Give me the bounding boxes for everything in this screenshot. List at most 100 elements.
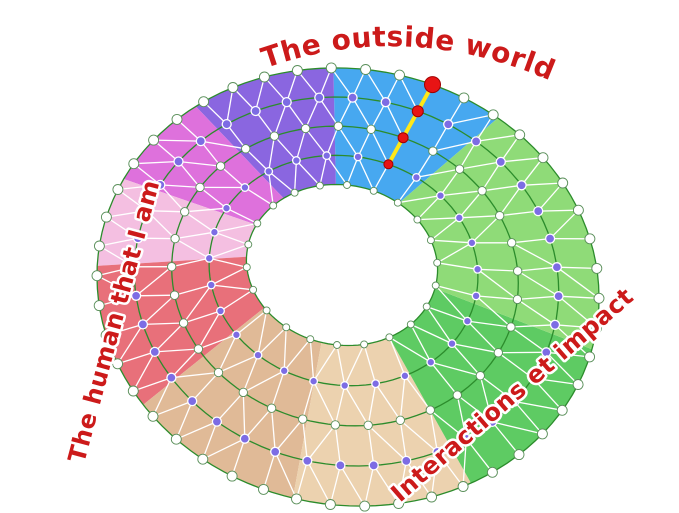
mesh-node[interactable] bbox=[226, 470, 238, 482]
mesh-node[interactable] bbox=[537, 152, 549, 164]
mesh-node[interactable] bbox=[428, 146, 438, 156]
mesh-node[interactable] bbox=[366, 124, 376, 134]
mesh-node[interactable] bbox=[322, 151, 332, 161]
mesh-node[interactable] bbox=[516, 180, 527, 191]
mesh-node[interactable] bbox=[258, 71, 270, 83]
mesh-node[interactable] bbox=[512, 294, 523, 305]
mesh-node[interactable] bbox=[240, 183, 250, 192]
mesh-node[interactable] bbox=[309, 376, 319, 386]
mesh-node[interactable] bbox=[443, 119, 454, 130]
mesh-node[interactable] bbox=[170, 233, 180, 244]
sector-green-light[interactable] bbox=[398, 118, 599, 350]
mesh-node[interactable] bbox=[112, 184, 124, 195]
mesh-node[interactable] bbox=[360, 64, 372, 75]
mesh-node[interactable] bbox=[406, 320, 415, 329]
mesh-node[interactable] bbox=[149, 346, 160, 358]
mesh-node[interactable] bbox=[393, 498, 405, 509]
mesh-node[interactable] bbox=[221, 118, 232, 130]
mesh-node[interactable] bbox=[209, 227, 219, 237]
mesh-node[interactable] bbox=[413, 215, 422, 224]
mesh-node[interactable] bbox=[227, 82, 239, 93]
mesh-node[interactable] bbox=[422, 302, 431, 311]
mesh-node[interactable] bbox=[513, 266, 523, 276]
mesh-node[interactable] bbox=[487, 109, 499, 121]
mesh-node[interactable] bbox=[400, 371, 410, 381]
mesh-node[interactable] bbox=[231, 330, 241, 340]
mesh-node[interactable] bbox=[269, 201, 278, 210]
mesh-node[interactable] bbox=[241, 144, 251, 154]
mesh-node[interactable] bbox=[436, 191, 445, 201]
mesh-node[interactable] bbox=[536, 428, 548, 440]
mesh-node[interactable] bbox=[495, 156, 506, 168]
mesh-node[interactable] bbox=[93, 240, 105, 252]
mesh-node[interactable] bbox=[253, 219, 262, 228]
mesh-node[interactable] bbox=[325, 62, 337, 74]
mesh-node[interactable] bbox=[514, 129, 526, 141]
mesh-node[interactable] bbox=[216, 306, 225, 316]
mesh-node[interactable] bbox=[473, 264, 483, 274]
highlight-node[interactable] bbox=[383, 159, 394, 170]
mesh-node[interactable] bbox=[206, 280, 216, 290]
mesh-node[interactable] bbox=[452, 390, 462, 400]
mesh-node[interactable] bbox=[353, 152, 363, 162]
mesh-node[interactable] bbox=[222, 203, 231, 213]
mesh-node[interactable] bbox=[290, 188, 299, 197]
sector-orchid[interactable] bbox=[123, 106, 284, 225]
mesh-node[interactable] bbox=[178, 318, 189, 328]
mesh-node[interactable] bbox=[91, 270, 103, 282]
mesh-node[interactable] bbox=[368, 460, 379, 471]
mesh-node[interactable] bbox=[100, 211, 112, 223]
mesh-node[interactable] bbox=[300, 123, 311, 134]
mesh-node[interactable] bbox=[147, 410, 159, 422]
mesh-node[interactable] bbox=[242, 263, 251, 272]
mesh-node[interactable] bbox=[127, 385, 139, 397]
mesh-node[interactable] bbox=[281, 96, 292, 108]
mesh-node[interactable] bbox=[454, 213, 464, 223]
mesh-node[interactable] bbox=[477, 186, 487, 196]
mesh-node[interactable] bbox=[360, 340, 369, 349]
mesh-node[interactable] bbox=[100, 329, 112, 341]
mesh-node[interactable] bbox=[262, 306, 271, 315]
mesh-node[interactable] bbox=[486, 466, 498, 478]
mesh-node[interactable] bbox=[471, 291, 481, 301]
mesh-node[interactable] bbox=[393, 198, 402, 207]
mesh-node[interactable] bbox=[395, 415, 405, 425]
mesh-node[interactable] bbox=[249, 285, 258, 294]
mesh-node[interactable] bbox=[204, 253, 214, 263]
mesh-node[interactable] bbox=[584, 233, 596, 245]
mesh-node[interactable] bbox=[527, 372, 538, 384]
mesh-node[interactable] bbox=[291, 493, 302, 505]
mesh-node[interactable] bbox=[458, 92, 470, 104]
mesh-node[interactable] bbox=[169, 290, 180, 300]
mesh-node[interactable] bbox=[193, 344, 204, 354]
mesh-node[interactable] bbox=[541, 347, 552, 358]
mesh-node[interactable] bbox=[557, 177, 569, 189]
mesh-node[interactable] bbox=[167, 262, 177, 272]
mesh-node[interactable] bbox=[461, 433, 472, 445]
mesh-node[interactable] bbox=[298, 414, 308, 424]
mesh-node[interactable] bbox=[591, 262, 603, 274]
mesh-node[interactable] bbox=[363, 420, 373, 430]
mesh-node[interactable] bbox=[394, 69, 405, 81]
mesh-node[interactable] bbox=[549, 319, 561, 330]
mesh-node[interactable] bbox=[132, 233, 144, 244]
mesh-node[interactable] bbox=[253, 350, 263, 360]
mesh-node[interactable] bbox=[195, 182, 205, 193]
mesh-node[interactable] bbox=[572, 204, 584, 216]
mesh-node[interactable] bbox=[425, 405, 435, 415]
mesh-node[interactable] bbox=[475, 371, 485, 381]
mesh-node[interactable] bbox=[141, 205, 152, 216]
mesh-node[interactable] bbox=[198, 96, 210, 108]
mesh-node[interactable] bbox=[279, 366, 289, 376]
mesh-node[interactable] bbox=[282, 323, 291, 332]
mesh-node[interactable] bbox=[454, 164, 465, 174]
mesh-node[interactable] bbox=[593, 292, 605, 304]
mesh-node[interactable] bbox=[170, 433, 182, 445]
mesh-node[interactable] bbox=[487, 416, 498, 428]
mesh-node[interactable] bbox=[180, 207, 190, 217]
mesh-node[interactable] bbox=[155, 179, 166, 191]
mesh-node[interactable] bbox=[129, 261, 140, 272]
mesh-node[interactable] bbox=[359, 500, 371, 512]
mesh-node[interactable] bbox=[507, 238, 517, 248]
mesh-node[interactable] bbox=[343, 181, 351, 189]
